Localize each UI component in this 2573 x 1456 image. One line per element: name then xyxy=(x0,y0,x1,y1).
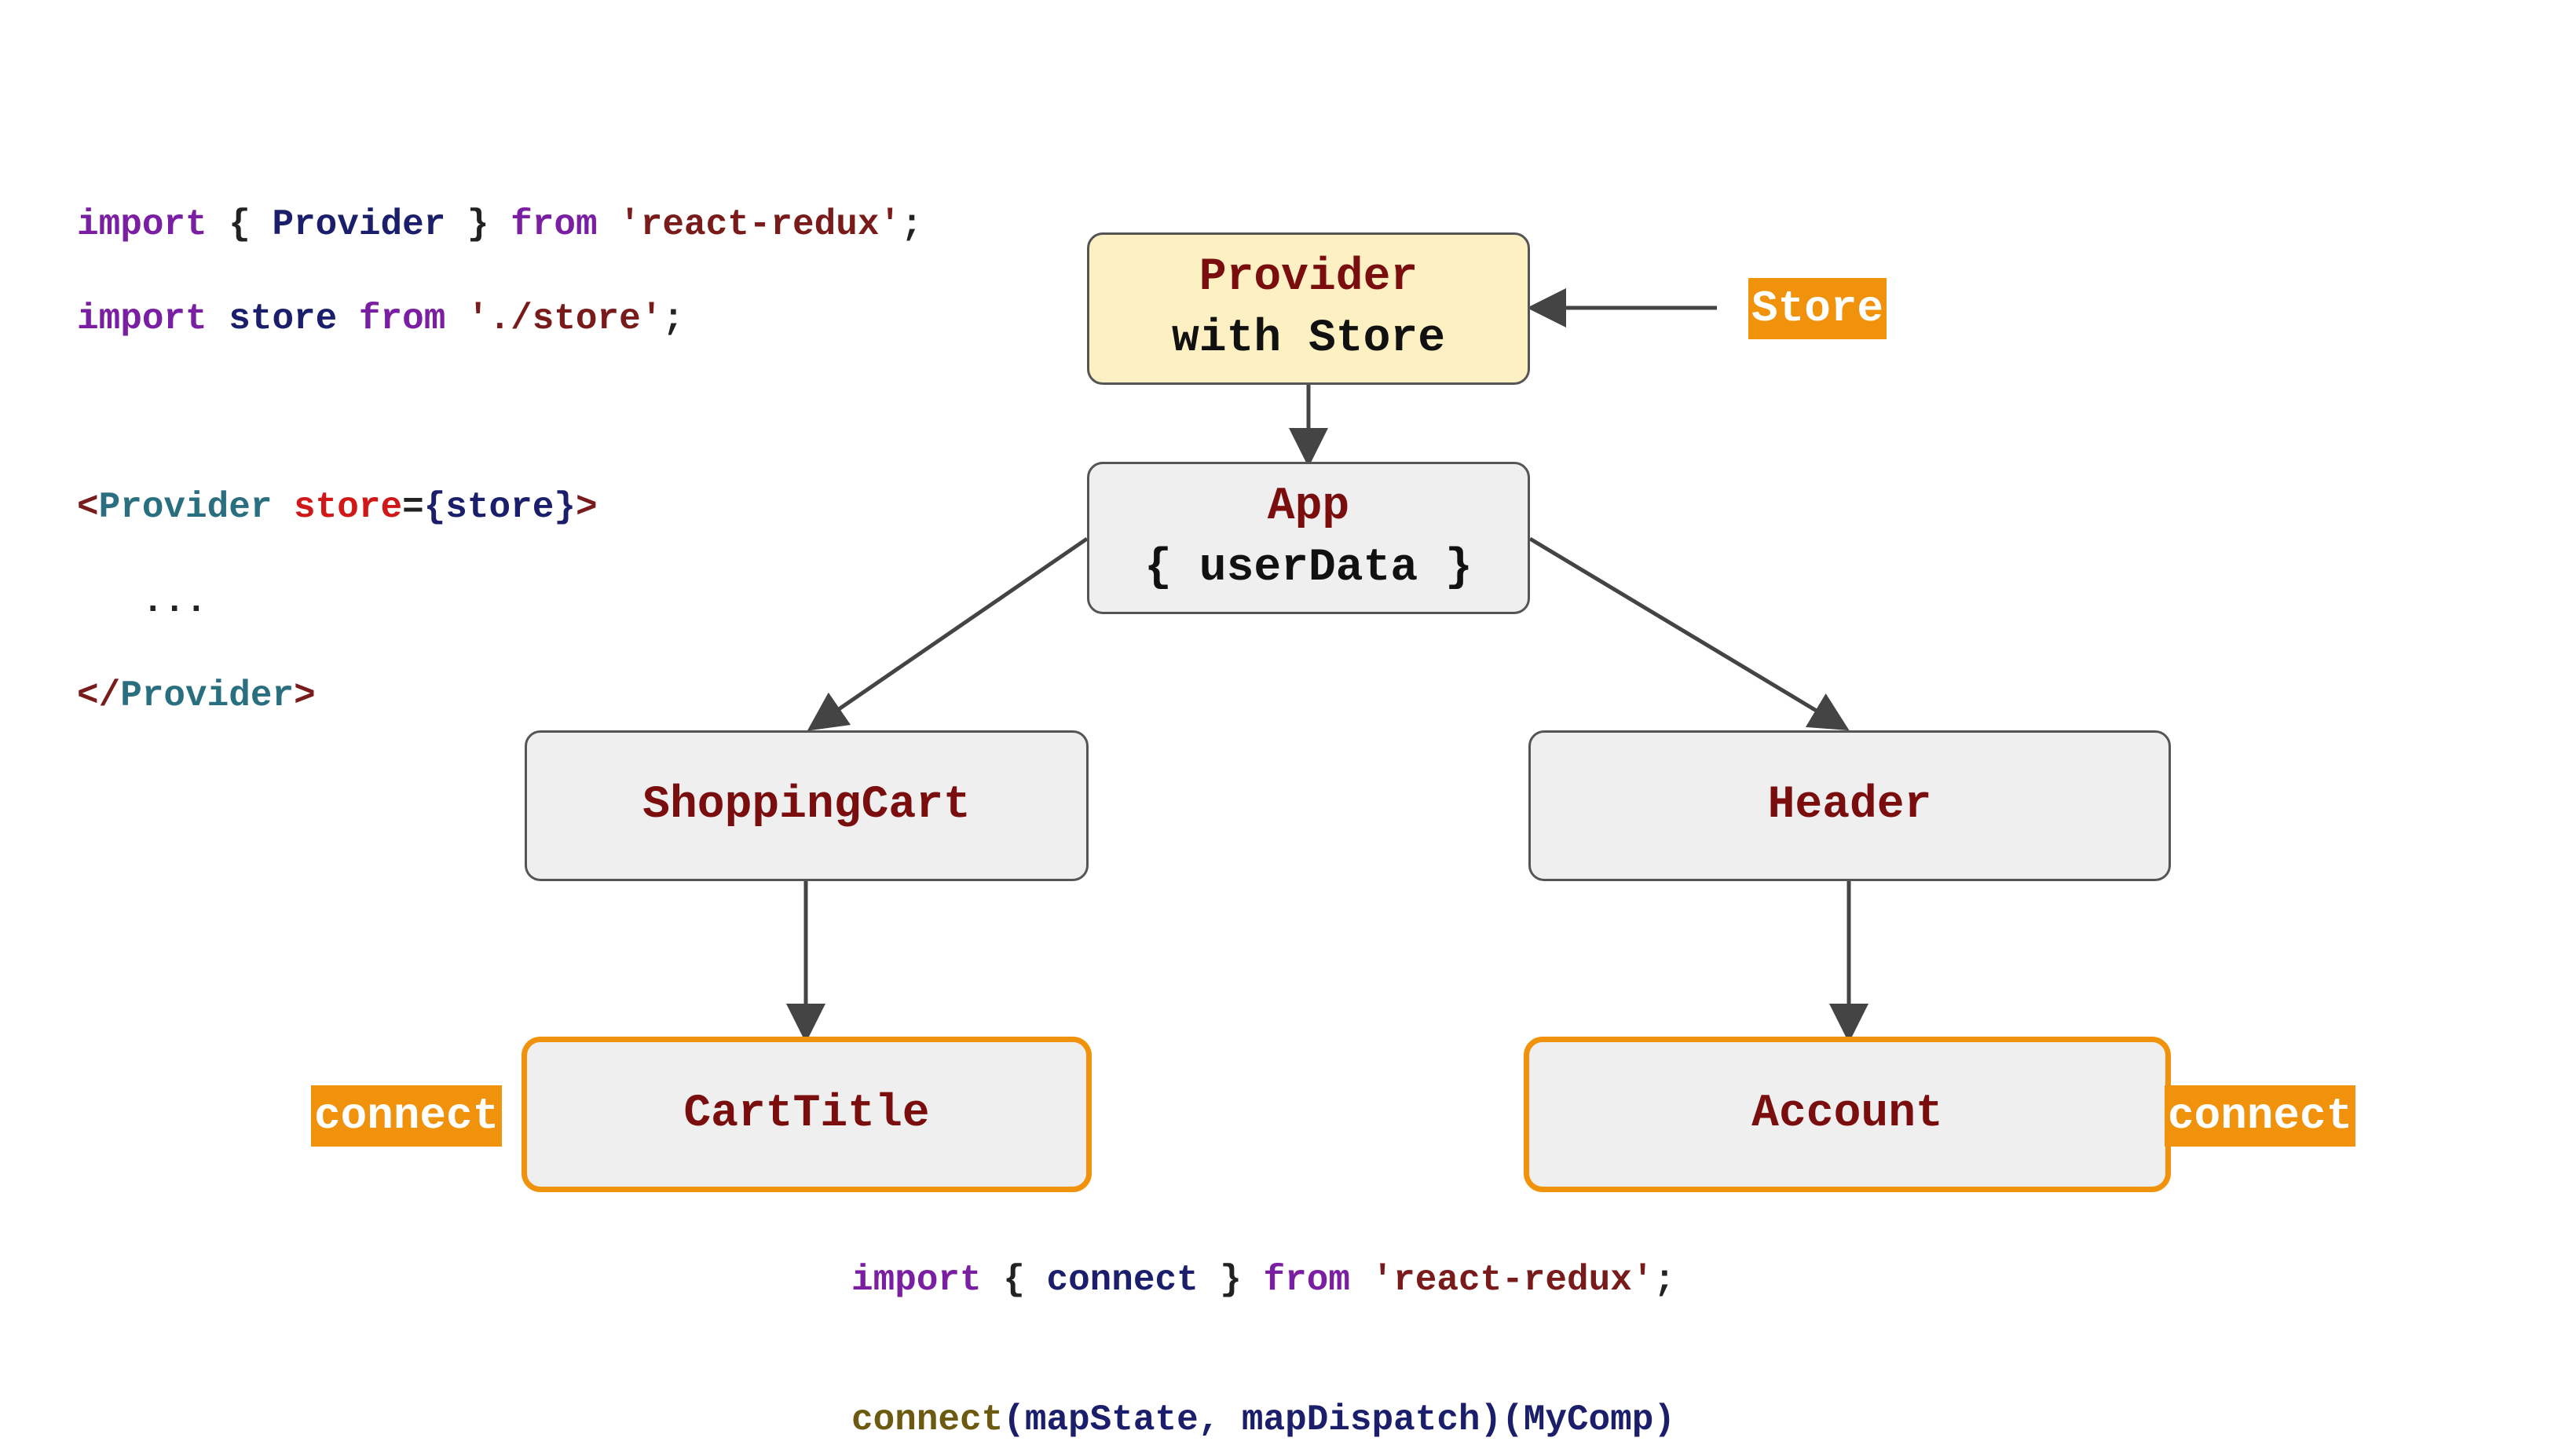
node-provider-sub: with Store xyxy=(1171,313,1446,364)
code-line-provider-open: <Provider store={store}> xyxy=(77,487,598,528)
node-header: Header xyxy=(1528,730,2171,881)
node-app-sub: { userData } xyxy=(1144,543,1473,594)
code-line-import-store: import store from './store'; xyxy=(77,298,684,339)
node-provider: Provider with Store xyxy=(1087,232,1530,385)
code-block-provider: import { Provider } from 'react-redux'; … xyxy=(77,154,923,766)
code-line-import-provider: import { Provider } from 'react-redux'; xyxy=(77,204,923,245)
node-shoppingcart: ShoppingCart xyxy=(525,730,1089,881)
node-account-name: Account xyxy=(1751,1088,1943,1140)
connect-badge-left: connect xyxy=(311,1085,503,1147)
code-line-ellipsis: ... xyxy=(77,581,207,622)
connect-badge-right: connect xyxy=(2165,1085,2356,1147)
edge-app-to-shoppingcart xyxy=(807,536,1089,731)
node-app: App { userData } xyxy=(1087,462,1530,614)
node-app-name: App xyxy=(1267,481,1350,532)
store-badge: Store xyxy=(1748,278,1887,339)
code-line-connect-call: connect(mapState, mapDispatch)(MyComp) xyxy=(851,1399,1675,1440)
node-shoppingcart-name: ShoppingCart xyxy=(642,780,971,831)
node-provider-name: Provider xyxy=(1199,252,1418,303)
code-line-import-connect: import { connect } from 'react-redux'; xyxy=(851,1260,1676,1301)
edge-app-to-header xyxy=(1528,536,1850,731)
code-line-provider-close: </Provider> xyxy=(77,675,316,716)
node-carttitle-name: CartTitle xyxy=(683,1088,930,1140)
node-header-name: Header xyxy=(1767,780,1932,831)
node-account: Account xyxy=(1524,1037,2171,1192)
node-carttitle: CartTitle xyxy=(522,1037,1092,1192)
